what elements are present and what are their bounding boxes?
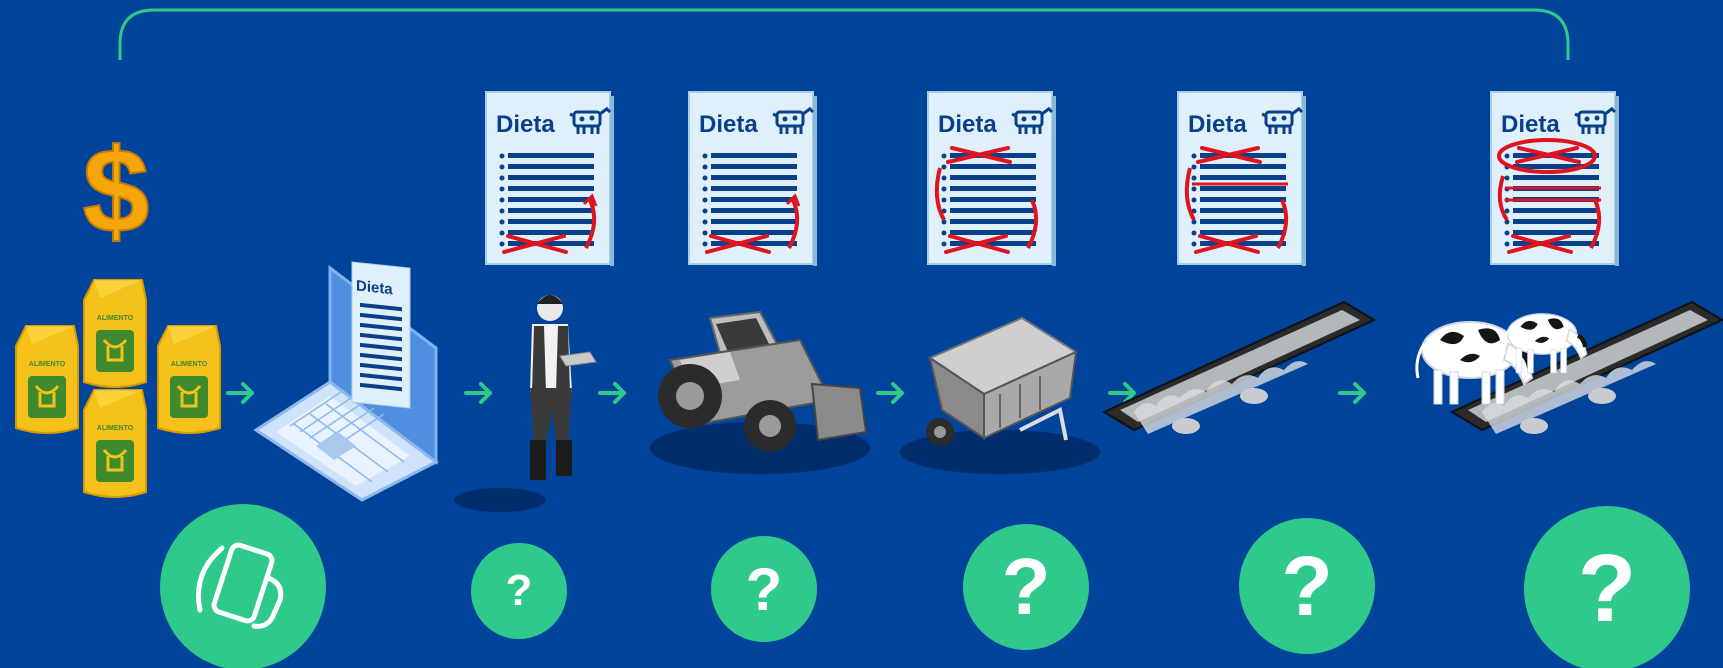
arrow-icon <box>464 382 492 404</box>
question-circle-mixer: ? <box>963 524 1089 650</box>
question-mark-icon: ? <box>1577 535 1637 642</box>
mixer-wagon-icon <box>900 316 1100 474</box>
dollar-icon: $ <box>83 124 150 258</box>
diet-doc-4 <box>1176 90 1308 268</box>
diet-documents <box>484 90 1621 268</box>
question-mark-icon: ? <box>1001 542 1051 631</box>
svg-text:Dieta: Dieta <box>356 277 393 298</box>
diet-doc-2 <box>687 90 819 268</box>
question-mark-icon: ? <box>505 566 533 615</box>
question-circle-trough: ? <box>1239 518 1375 654</box>
diet-doc-1 <box>484 90 616 268</box>
trough-icon <box>1103 301 1375 435</box>
tractor-icon <box>650 310 870 474</box>
arrow-icon <box>598 382 626 404</box>
phone-circle <box>160 504 326 668</box>
question-circle-tractor: ? <box>711 536 817 642</box>
question-mark-icon: ? <box>1281 538 1333 633</box>
diet-doc-5 <box>1489 90 1621 268</box>
laptop-icon: Dieta <box>253 261 439 502</box>
feed-bags <box>14 278 222 499</box>
question-circle-farmer: ? <box>471 543 567 639</box>
arrow-icon <box>876 382 904 404</box>
farmer-icon <box>454 295 597 512</box>
diet-doc-3 <box>926 90 1058 268</box>
arrow-icon <box>226 382 254 404</box>
process-bracket <box>118 8 1570 60</box>
question-circle-cows: ? <box>1524 506 1690 668</box>
phone-in-hand-icon <box>196 542 284 629</box>
question-mark-icon: ? <box>745 555 783 623</box>
arrow-icon <box>1338 382 1366 404</box>
